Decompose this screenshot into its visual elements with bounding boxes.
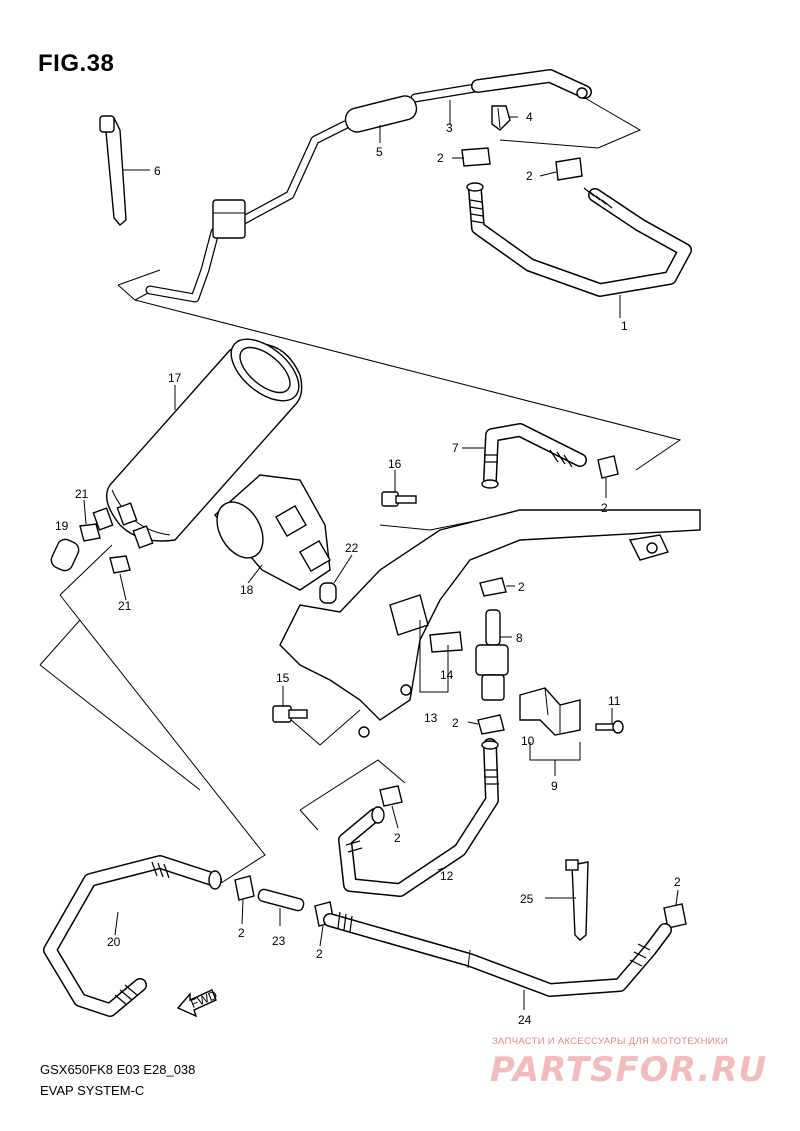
callout-9: 9 — [551, 779, 558, 793]
part-25-clip — [565, 859, 589, 941]
part-12-hose — [338, 738, 499, 897]
callout-2: 2 — [526, 169, 533, 183]
callout-2: 2 — [316, 947, 323, 961]
callout-2: 2 — [674, 875, 681, 889]
callout-14: 14 — [440, 668, 454, 682]
callout-1: 1 — [621, 319, 628, 333]
part-23-joint — [257, 888, 305, 912]
mounting-bracket — [279, 509, 701, 738]
part-15-bolt — [272, 705, 308, 723]
clamps-2 — [234, 147, 687, 929]
part-13-14-bracket-parts — [389, 594, 463, 693]
callout-22: 22 — [345, 541, 359, 555]
fwd-label: FWD — [189, 988, 220, 1011]
callout-3: 3 — [446, 121, 453, 135]
leader-lines — [83, 100, 679, 1010]
part-17-canister — [92, 338, 303, 549]
part-24-hose — [323, 911, 672, 997]
figure-title: FIG.38 — [38, 50, 115, 77]
part-16-bolt — [381, 491, 417, 507]
callout-10: 10 — [521, 734, 535, 748]
callout-15: 15 — [276, 671, 290, 685]
model-code: GSX650FK8 E03 E28_038 — [40, 1062, 196, 1077]
part-8-valve — [475, 609, 509, 701]
callout-2: 2 — [238, 926, 245, 940]
fwd-arrow-icon: FWD — [176, 988, 220, 1018]
callout-2: 2 — [601, 501, 608, 515]
callout-20: 20 — [107, 935, 121, 949]
callout-18: 18 — [240, 583, 254, 597]
callout-2: 2 — [518, 580, 525, 594]
callout-21: 21 — [75, 487, 89, 501]
part-6-tie-strap — [99, 115, 127, 226]
part-20-hose — [43, 855, 222, 1017]
callout-24: 24 — [518, 1013, 532, 1027]
callout-2: 2 — [452, 716, 459, 730]
callout-5: 5 — [376, 145, 383, 159]
part-1-hose — [466, 182, 692, 297]
callout-17: 17 — [168, 371, 182, 385]
part-19-cap — [50, 538, 80, 572]
callout-25: 25 — [520, 892, 534, 906]
part-18-holder — [214, 474, 331, 591]
watermark-logo: PARTSFOR.RU — [490, 1050, 768, 1090]
callout-7: 7 — [452, 441, 459, 455]
watermark-subtitle: ЗАПЧАСТИ И АКСЕССУАРЫ ДЛЯ МОТОТЕХНИКИ — [492, 1036, 728, 1047]
part-7-hose — [481, 423, 587, 489]
callouts: 1 2 2 2 2 2 2 2 2 2 3 4 5 6 7 8 9 10 11 … — [55, 110, 681, 1027]
callout-16: 16 — [388, 457, 402, 471]
callout-4: 4 — [526, 110, 533, 124]
callout-21: 21 — [118, 599, 132, 613]
reference-lines — [39, 97, 682, 886]
part-3-upper-hose — [471, 69, 592, 99]
callout-11: 11 — [608, 694, 621, 708]
part-22-clamp — [319, 582, 337, 604]
part-4-clip — [491, 105, 511, 131]
callout-12: 12 — [440, 869, 454, 883]
part-5-upper-tube — [145, 83, 480, 303]
callout-6: 6 — [154, 164, 161, 178]
callout-2: 2 — [394, 831, 401, 845]
callout-19: 19 — [55, 519, 69, 533]
callout-2: 2 — [437, 151, 444, 165]
callout-13: 13 — [424, 711, 438, 725]
section-name: EVAP SYSTEM-C — [40, 1083, 145, 1098]
callout-8: 8 — [516, 631, 523, 645]
part-21-clamps — [79, 523, 131, 574]
coil-spring — [469, 187, 613, 224]
callout-23: 23 — [272, 934, 286, 948]
